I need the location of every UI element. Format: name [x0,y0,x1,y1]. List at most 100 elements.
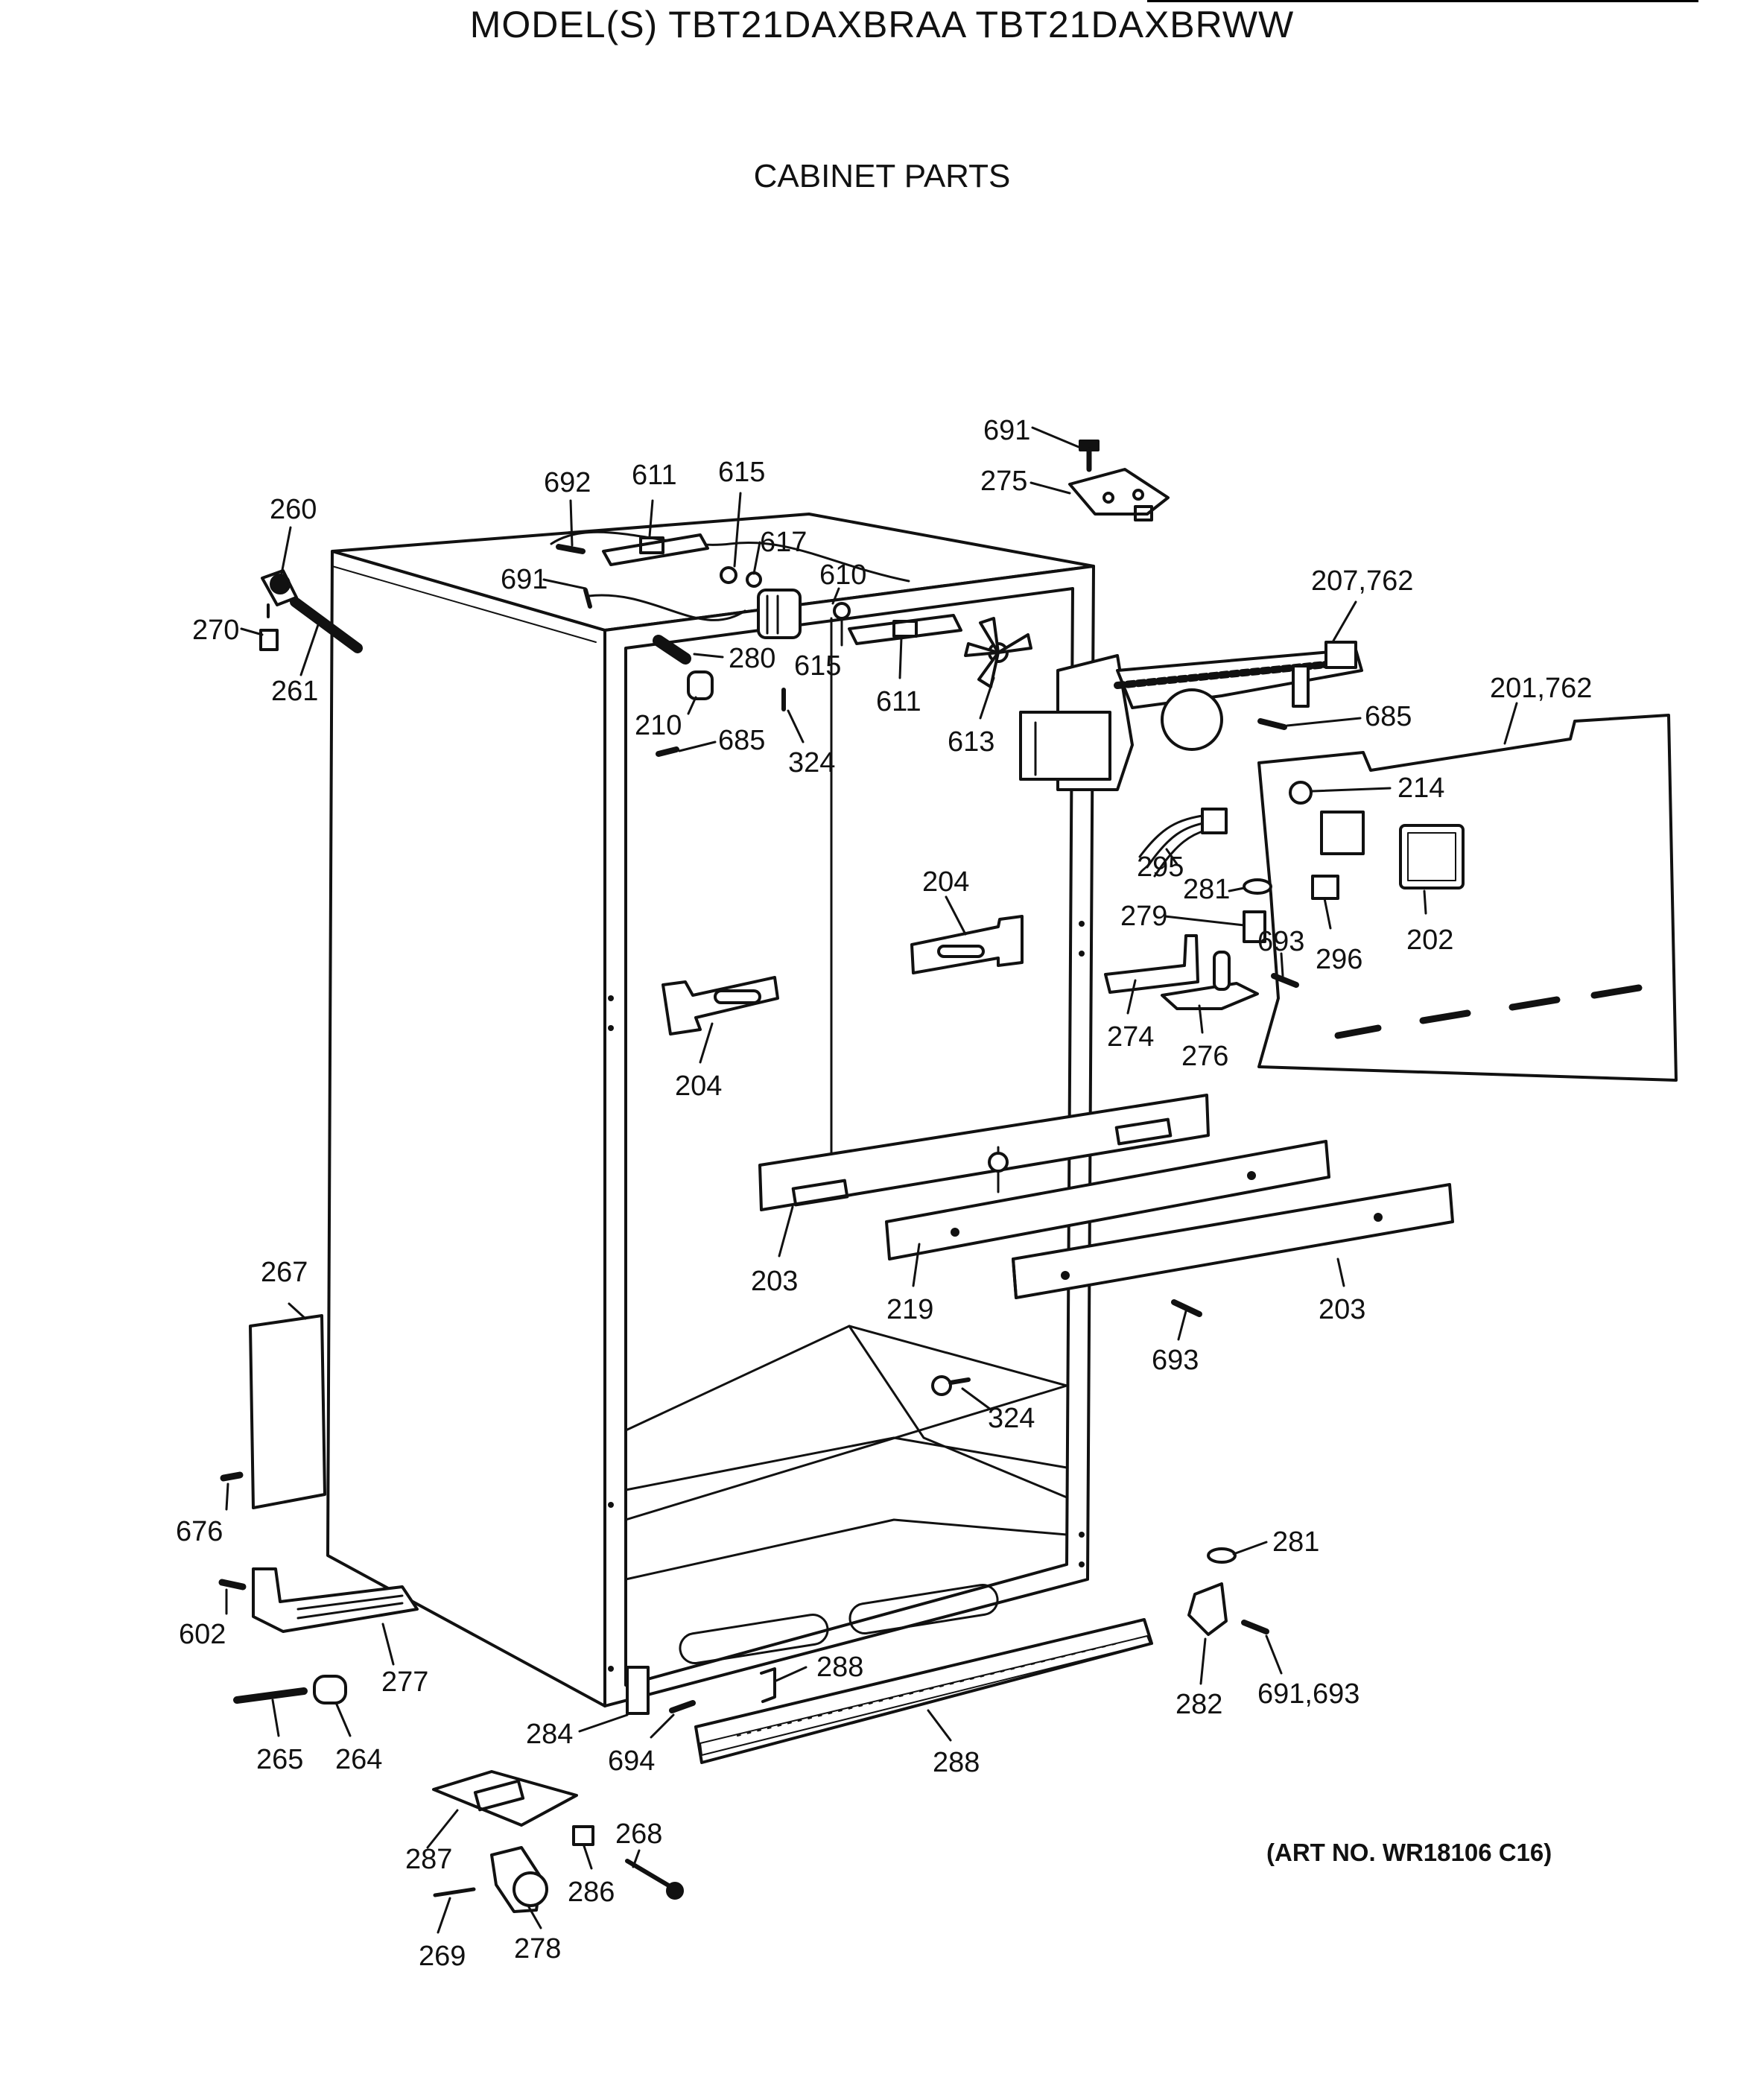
label-278: 278 [514,1933,561,1964]
label-610: 610 [819,559,866,591]
label-324b: 324 [988,1403,1035,1434]
nut-286 [572,1825,594,1846]
fan-blade-613 [964,617,1032,688]
roller-assembly-278 [490,1846,548,1913]
label-277: 277 [381,1667,428,1698]
roller-bracket-287 [432,1770,578,1827]
side-panel-267 [249,1314,326,1509]
screw-692 [556,544,586,554]
label-287: 287 [405,1844,452,1875]
washer-281-lower [1207,1547,1237,1564]
label-204a: 204 [922,866,969,898]
section-title: CABINET PARTS [753,158,1011,194]
label-324a: 324 [788,747,835,778]
fan-bracket-611-upper [602,533,709,566]
label-615a: 615 [718,457,765,488]
cabinet-body [326,513,1095,1707]
label-202: 202 [1406,925,1453,956]
label-296: 296 [1316,944,1362,975]
label-685a: 685 [718,725,765,756]
screw-693-lower [1171,1299,1202,1317]
screw-685-left [656,746,679,757]
roller-264 [313,1675,347,1704]
part-labels: 691 275 692 611 615 260 617 691 610 207,… [176,415,1592,1972]
label-201: 201,762 [1490,673,1592,704]
screw-685-right [1257,718,1287,730]
evaporator-cover-207 [1019,641,1363,791]
label-260: 260 [270,494,317,525]
label-676: 676 [176,1516,223,1547]
rail-203-lower [1012,1183,1454,1299]
center-hinge-274 [1104,934,1199,994]
label-280: 280 [729,643,775,674]
label-295: 295 [1137,852,1184,883]
model-title: MODEL(S) TBT21DAXBRAA TBT21DAXBRWW [469,4,1295,45]
hinge-bracket-276 [1161,951,1259,1010]
screw-693-upper [1271,973,1299,988]
art-number: (ART NO. WR18106 C16) [1266,1839,1552,1866]
mullion-203-upper [758,1094,1210,1211]
rail-219 [885,1140,1330,1260]
bracket-284 [626,1666,650,1715]
label-602: 602 [179,1619,226,1650]
label-275: 275 [980,466,1027,497]
label-693b: 693 [1152,1345,1199,1376]
label-693a: 693 [1257,926,1304,957]
label-269: 269 [419,1941,466,1972]
rear-panel-201 [1257,714,1678,1082]
label-203a: 203 [751,1266,798,1297]
label-617: 617 [760,527,807,558]
label-286: 286 [568,1877,615,1908]
label-281a: 281 [1183,874,1230,905]
label-264: 264 [335,1744,382,1775]
fan-bracket-611-lower [848,614,962,645]
screw-676 [220,1471,244,1482]
wire-harness-295 [1138,808,1228,878]
label-270: 270 [192,615,239,646]
label-207: 207,762 [1311,565,1413,597]
top-hinge-275 [1068,468,1170,521]
label-274: 274 [1107,1021,1154,1053]
label-691a: 691 [983,415,1030,446]
door-stop-rod-261 [290,597,363,653]
screw-691-693-lower [1241,1620,1269,1634]
label-692: 692 [544,467,591,498]
label-204b: 204 [675,1071,722,1102]
label-691b: 691 [501,564,548,595]
light-socket-210 [687,670,714,700]
grommets-615 [720,566,762,588]
bumper-270 [259,629,279,651]
mullion-bracket-204-left [662,976,779,1036]
leader-lines [225,426,1518,1934]
screw-691-top [1079,440,1100,472]
mullion-bracket-204-right [910,915,1024,974]
top-rule [1147,0,1698,2]
label-267: 267 [261,1257,308,1288]
label-203b: 203 [1319,1294,1365,1325]
label-288a: 288 [816,1652,863,1683]
screw-324-lower [931,1375,971,1396]
clip-288 [760,1667,776,1703]
washer-281-upper [1243,878,1272,895]
top-cutaway-line [550,530,910,583]
bracket-277 [252,1567,419,1633]
label-691c: 691,693 [1257,1678,1360,1710]
door-stop-260 [261,569,298,618]
label-611b: 611 [876,686,921,717]
label-261: 261 [271,676,318,707]
bottom-hinge-282 [1187,1582,1228,1636]
screw-602 [218,1579,247,1591]
label-685b: 685 [1365,701,1412,732]
label-279: 279 [1120,901,1167,932]
label-210: 210 [635,710,682,741]
label-276: 276 [1181,1041,1228,1072]
label-613: 613 [948,726,994,758]
screw-694 [669,1700,696,1713]
leveling-screw-268 [625,1859,684,1900]
toe-grille-288 [694,1618,1153,1764]
label-265: 265 [256,1744,303,1775]
pin-269 [433,1887,476,1897]
top-cutaway-line [587,594,746,621]
